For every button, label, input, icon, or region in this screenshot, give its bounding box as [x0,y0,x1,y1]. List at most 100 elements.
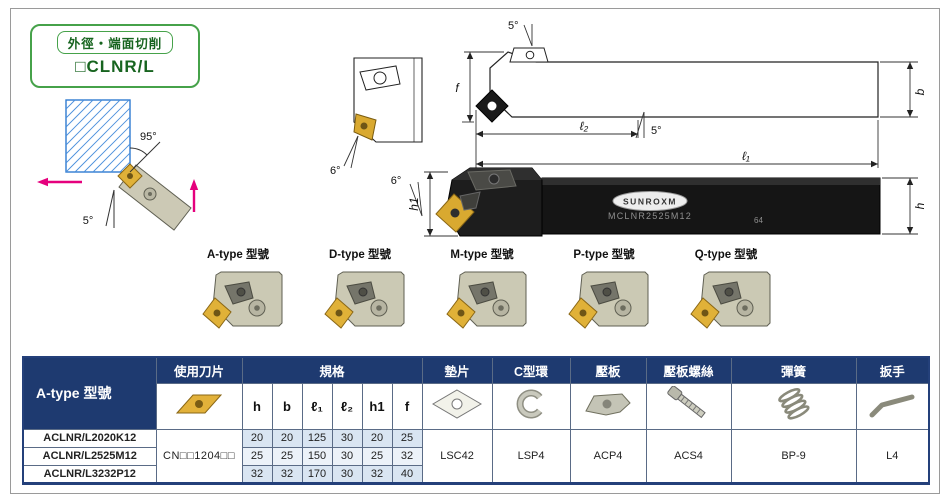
clamp-screw-part-cell: ACS4 [645,428,732,484]
table-series-title: A-type 型號 [22,356,157,430]
dim-l2-lines [475,110,639,138]
type-item-a: A-type 型號 [182,246,294,341]
value-l1: 170 [301,464,333,484]
table-row: ACLNR/L3232P12 32 32 170 30 32 40 [22,464,929,484]
insert-code-cell: CN□□1204□□ [155,428,243,484]
info-box-title: 外徑・端面切削 [56,31,174,54]
type-item-p: P-type 型號 [548,246,660,341]
dim-header-b: b [271,382,303,430]
dim-header-l1: ℓ₁ [301,382,333,430]
insert-icon-cell [155,382,243,430]
value-f: 40 [391,464,423,484]
dim-b-lines [880,61,918,118]
clamp-icon [585,392,631,416]
col-shim-header: 墊片 [421,356,493,384]
clamp-icon-cell [569,382,647,430]
type-d-icon [323,271,404,329]
dim-header-l2: ℓ₂ [331,382,363,430]
tool-family-code: □CLNR/L [75,57,155,76]
shim-part-cell: LSC42 [421,428,493,484]
clamp-screw-icon-cell [645,382,732,430]
cring-part-cell: LSP4 [491,428,571,484]
value-h1: 20 [361,428,393,448]
value-b: 20 [271,428,303,448]
rake-angle-label: 6° [391,175,402,187]
dim-header-h1: h1 [361,382,393,430]
spring-icon-cell [730,382,857,430]
type-a-label: A-type 型號 [207,249,269,261]
cutting-diagram: 95° 5° [37,99,199,231]
table-row: ACLNR/L2020K12 CN□□1204□□ 20 20 125 30 2… [22,428,930,484]
type-item-q: Q-type 型號 [670,246,782,341]
col-wrench-header: 扳手 [855,356,930,384]
front-view: 6° [330,57,423,177]
col-cring-header: C型環 [491,356,571,384]
col-insert-header: 使用刀片 [155,356,243,384]
dim-header-f: f [391,382,423,430]
insert-icon [175,394,223,413]
spec-table: A-type 型號 使用刀片 規格 墊片 C型環 壓板 壓板螺絲 彈簧 扳手 h [22,356,931,485]
c-ring-icon [516,389,543,418]
shim-icon-cell [421,382,493,430]
end-angle-label: 5° [83,215,94,227]
technical-drawing: 6° 5° f [330,20,927,237]
shank-marking: MCLNR2525M12 [608,211,692,221]
model-cell: ACLNR/L2525M12 [22,446,157,466]
wrench-part-cell: L4 [855,428,930,484]
value-h: 20 [241,428,273,448]
brand-label: SUNROXM [623,197,677,207]
c-ring-icon-cell [491,382,571,430]
brand-badge: SUNROXM [612,191,688,211]
top-view: SUNROXM MCLNR2525M12 64 6° h1 [391,167,927,237]
wrench-icon [869,394,915,417]
type-q-icon [689,271,770,329]
table-row: ACLNR/L2525M12 25 25 150 30 25 32 [22,446,929,466]
value-h1: 32 [361,464,393,484]
type-item-m: M-type 型號 [426,246,538,341]
col-clamp-screw-header: 壓板螺絲 [645,356,732,384]
dim-f-label: f [455,81,460,95]
dim-l2-label: ℓ₂ [580,119,589,133]
clamp-angle-label: 5° [508,20,519,32]
col-clamp-header: 壓板 [569,356,647,384]
col-spec-header: 規格 [241,356,423,384]
wrench-icon-cell [855,382,930,430]
type-m-label: M-type 型號 [450,249,514,261]
dim-h-lines [882,177,918,235]
type-p-label: P-type 型號 [573,249,635,261]
tool-holder [117,163,192,231]
lead-angle-callout [129,141,161,173]
model-cell: ACLNR/L3232P12 [22,464,157,484]
dim-b-label: b [913,88,927,95]
value-b: 25 [271,446,303,466]
end-angle-callout [105,189,115,228]
dim-h1-label: h1 [407,197,421,210]
feed-arrow-up [189,179,199,212]
value-b: 32 [271,464,303,484]
shim-icon [432,388,483,419]
value-h: 32 [241,464,273,484]
spring-part-cell: BP-9 [730,428,857,484]
type-item-d: D-type 型號 [304,246,416,341]
value-l1: 125 [301,428,333,448]
spring-icon [777,387,810,420]
type-row: A-type 型號 D-type 型號 [182,246,782,341]
dim-f-lines [462,51,504,123]
clamp-screw-icon [666,385,706,418]
value-l2: 30 [331,464,363,484]
value-l2: 30 [331,428,363,448]
value-l1: 150 [301,446,333,466]
dim-h-label: h [913,202,927,209]
info-box: 外徑・端面切削 □CLNR/L [30,24,200,88]
feed-arrow-left [37,177,82,187]
type-a-icon [201,271,282,329]
front-clearance-angle-label: 6° [330,165,341,177]
clamp-part-cell: ACP4 [569,428,647,484]
lead-angle-label: 95° [140,131,157,143]
type-m-icon [445,271,526,329]
value-h1: 25 [361,446,393,466]
dim-l1-lines [475,120,879,168]
model-cell: ACLNR/L2020K12 [22,428,157,448]
value-h: 25 [241,446,273,466]
type-p-icon [567,271,648,329]
